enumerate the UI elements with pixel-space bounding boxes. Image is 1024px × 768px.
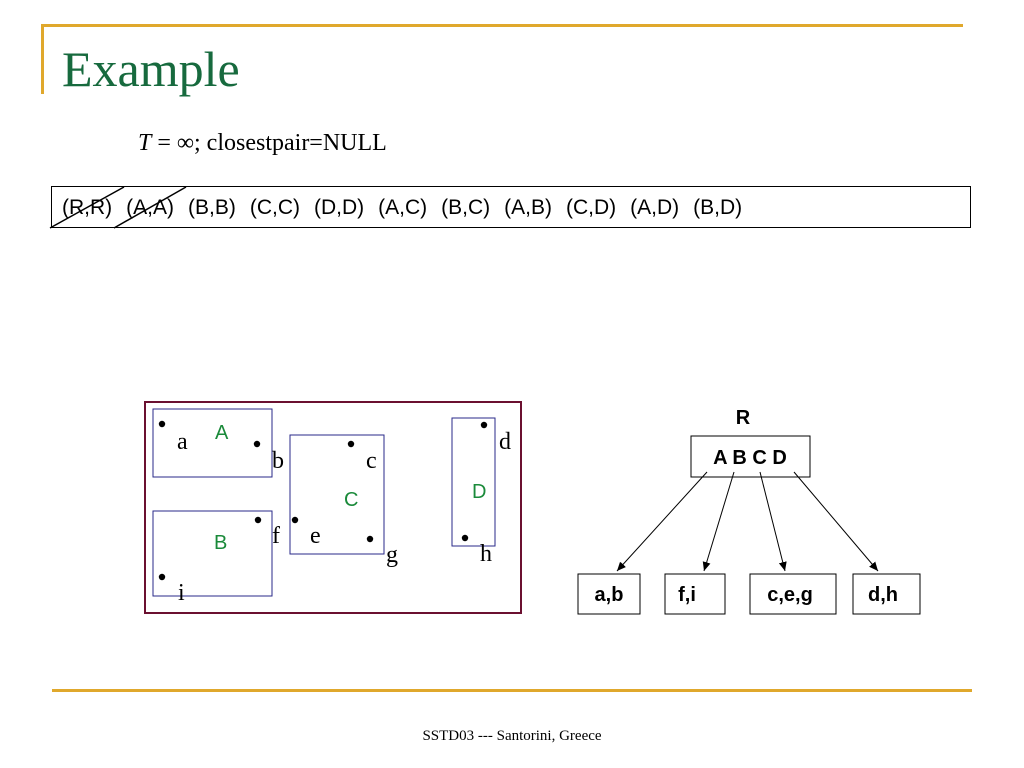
slide-title: Example	[62, 41, 240, 97]
tree-edge-a	[616, 471, 708, 572]
queue-pair: (A,A)	[113, 186, 187, 229]
tree-leaf-a	[577, 573, 641, 615]
point-label-h: h	[480, 541, 492, 567]
mbr-a	[152, 408, 273, 478]
queue-pair: (A,D)	[630, 196, 680, 219]
tree-leaf-d-label: d,h	[868, 584, 898, 606]
mbr-c	[289, 434, 385, 555]
point-a-dot	[158, 420, 166, 428]
point-i-dot	[158, 573, 166, 581]
point-label-e: e	[310, 523, 321, 549]
point-b-dot	[253, 440, 261, 448]
queue-pair: (C,C)	[249, 196, 300, 219]
tree-leaf-b-label: f,i	[678, 584, 696, 606]
queue-pair: (A,B)	[504, 196, 552, 219]
queue-pair: (B,C)	[441, 196, 491, 219]
tree-root-node	[690, 435, 811, 478]
queue-pair: (B,D)	[693, 196, 743, 219]
point-label-c: c	[366, 448, 377, 474]
tree-edge-c	[759, 471, 787, 572]
priority-queue: (R,R)(A,A)(B,B) (C,C) (D,D) (A,C) (B,C) (A,B)…	[49, 186, 756, 229]
mbr-label-d: D	[472, 481, 486, 503]
queue-pair: (D,D)	[314, 196, 365, 219]
queue-pair: (A,C)	[378, 196, 428, 219]
accent-bar-top	[41, 24, 963, 27]
tree-root-label: R	[736, 407, 751, 429]
point-label-a: a	[177, 429, 188, 455]
point-label-i: i	[178, 580, 185, 606]
status-text: = ∞; closestpair=NULL	[151, 130, 387, 156]
queue-pair: (B,B)	[188, 196, 236, 219]
queue-strike-mark	[113, 186, 187, 229]
point-e-dot	[291, 516, 299, 524]
point-c-dot	[347, 440, 355, 448]
tree-leaf-c	[749, 573, 837, 615]
point-label-b: b	[272, 448, 284, 474]
point-label-d: d	[499, 429, 511, 455]
point-d-dot	[480, 421, 488, 429]
point-label-f: f	[272, 523, 280, 549]
priority-queue-box	[51, 186, 971, 228]
point-g-dot	[366, 535, 374, 543]
queue-pair: (C,D)	[566, 196, 617, 219]
slide-footer: SSTD03 --- Santorini, Greece	[422, 728, 602, 744]
tree-leaf-d	[852, 573, 921, 615]
point-label-g: g	[386, 542, 398, 568]
queue-pair: (R,R)	[49, 186, 125, 229]
accent-bar-bottom	[52, 689, 972, 692]
tree-leaf-c-label: c,e,g	[767, 584, 813, 606]
mbr-b	[152, 510, 273, 597]
tree-edge-d	[793, 471, 879, 572]
mbr-d	[451, 417, 496, 547]
point-h-dot	[461, 534, 469, 542]
tree-edge-b	[702, 471, 735, 572]
mbr-label-b: B	[214, 532, 227, 554]
tree-leaf-a-label: a,b	[595, 584, 624, 606]
space-outer-border	[144, 401, 522, 614]
point-f-dot	[254, 516, 262, 524]
threshold-variable: T	[138, 130, 152, 156]
accent-bar-vertical	[41, 24, 44, 94]
tree-root-entries: A B C D	[713, 447, 787, 469]
mbr-label-a: A	[215, 422, 229, 444]
tree-leaf-b	[664, 573, 726, 615]
status-line: T = ∞; closestpair=NULL	[138, 131, 387, 155]
mbr-label-c: C	[344, 489, 358, 511]
queue-strike-mark	[49, 186, 125, 229]
